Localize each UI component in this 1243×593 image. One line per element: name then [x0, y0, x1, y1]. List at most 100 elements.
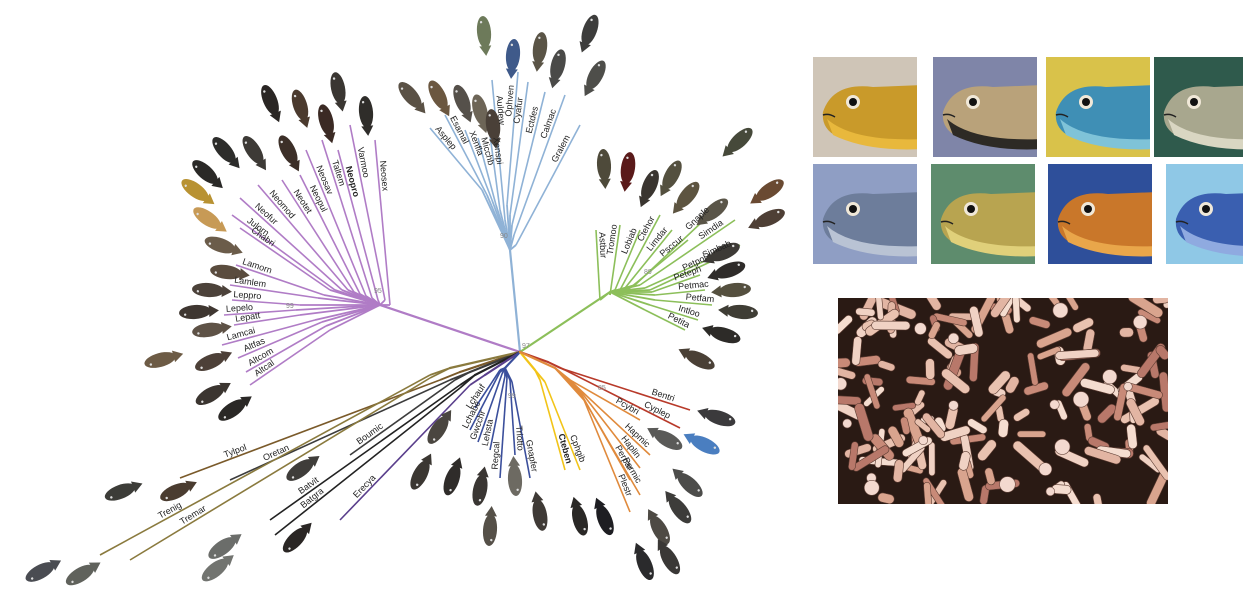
fish-leppro — [192, 282, 233, 299]
fish-head-5 — [813, 164, 917, 264]
bacterium-rod — [855, 308, 875, 317]
fish-gralem — [579, 58, 610, 100]
bacterium-rod — [1012, 298, 1020, 323]
fish-tremar — [63, 557, 104, 590]
fish-regcal — [482, 506, 499, 547]
fish-simbab — [745, 205, 787, 234]
fish-triotto — [506, 456, 523, 497]
bacterium-coccus — [948, 333, 959, 344]
fish-altfas — [193, 346, 235, 375]
bacterium-rod — [1012, 407, 1031, 423]
bacterium-coccus — [915, 323, 927, 335]
fish-gnapfer — [529, 490, 550, 532]
fish-altcal — [215, 391, 256, 425]
branch-oretan — [230, 380, 450, 480]
bacterium-coccus — [1046, 487, 1055, 496]
fish-head-6 — [931, 164, 1035, 264]
bacterium-rod — [853, 402, 874, 442]
branch-batvit — [270, 385, 460, 520]
fish-portrait-8 — [1166, 164, 1243, 264]
fish-lehsta — [470, 465, 492, 507]
taxon-labels: AuldewOphvenCyafurEctdesCalmacGralemAspl… — [156, 85, 732, 527]
fish-cyafur — [530, 31, 549, 73]
fish-cyplep — [680, 428, 722, 459]
fish-neosex — [358, 95, 376, 136]
bootstrap-value: 85 — [598, 385, 606, 392]
bootstrap-value: 97 — [522, 343, 530, 350]
fish-erecya — [279, 518, 317, 557]
bacterium-coccus — [1073, 392, 1089, 408]
fish-portrait-grid — [813, 57, 1243, 267]
bacterium-rod — [1119, 328, 1133, 338]
fish-cphgib — [590, 495, 618, 537]
fish-head-7 — [1048, 164, 1152, 264]
fish-petfam — [717, 303, 758, 320]
bootstrap-value: 89 — [644, 269, 652, 276]
bacterium-coccus — [1050, 400, 1059, 409]
fish-portrait-7 — [1048, 164, 1152, 264]
fish-chabri — [190, 203, 231, 237]
bacterium-coccus — [1133, 315, 1147, 329]
branch-trenig — [100, 375, 430, 555]
fish-lobiab — [634, 168, 662, 210]
fish-ectdes — [545, 48, 568, 90]
taxon-label-regcal: Regcal — [490, 441, 502, 470]
fish-neopro — [315, 103, 339, 145]
bacterium-rod — [1152, 298, 1168, 304]
bacteria-micrograph — [838, 298, 1168, 504]
bootstrap-value: 90 — [500, 233, 508, 240]
fish-head-1 — [813, 57, 917, 157]
bacterium-coccus — [919, 436, 928, 445]
fish-astbur — [596, 149, 612, 190]
branch-astbur-inner — [600, 292, 610, 300]
bacterium-rod — [925, 358, 934, 379]
bacterium-coccus — [1053, 303, 1068, 318]
fish-portrait-6 — [931, 164, 1035, 264]
bacterium-coccus — [1039, 463, 1052, 476]
bacterium-rod — [1035, 327, 1073, 350]
branch-lamprologini-trunk — [380, 305, 520, 352]
bacterium-coccus — [843, 419, 852, 428]
bacterium-rod — [998, 419, 1009, 438]
fish-head-4 — [1154, 57, 1243, 157]
fish-gwcchr — [440, 455, 467, 497]
bootstrap-value: 99 — [508, 393, 516, 400]
fish-portrait-2 — [933, 57, 1037, 157]
fish-lepelo — [179, 303, 220, 320]
fish-neopul — [275, 133, 306, 175]
fish-head-3 — [1046, 57, 1150, 157]
fish-auldew — [476, 15, 494, 56]
fish-head-2 — [933, 57, 1037, 157]
fish-portrait-1 — [813, 57, 917, 157]
fish-asplep — [394, 78, 430, 118]
fish-tromoo — [618, 151, 638, 193]
branch-tremar — [130, 378, 430, 560]
bacterium-rod — [877, 360, 896, 372]
bacterium-rod — [1027, 352, 1039, 386]
fish-lamcai — [143, 347, 185, 371]
fish-gnaple — [718, 124, 757, 162]
fish-neosav — [257, 83, 285, 125]
taxon-label-leppro: Leppro — [233, 289, 262, 301]
fish-cteben — [567, 495, 591, 537]
fish-lamorn — [203, 233, 245, 259]
fish-calmac — [575, 13, 602, 55]
bacterium-rod — [872, 321, 911, 330]
bacterium-coccus — [1103, 370, 1117, 384]
phylogenetic-tree: AuldewOphvenCyafurEctdesCalmacGralemAspl… — [0, 0, 800, 593]
bacterium-coccus — [1124, 382, 1133, 391]
bacterium-rod — [1092, 493, 1103, 504]
fish-head-8 — [1166, 164, 1243, 264]
bacterium-rod — [921, 298, 943, 312]
branch-erecya — [340, 385, 470, 520]
branch-ectodini-trunk — [510, 250, 520, 352]
fish-trenig — [23, 554, 65, 585]
bacterium-coccus — [949, 401, 959, 411]
micrograph-svg — [838, 298, 1168, 504]
fish-petita — [675, 343, 717, 373]
bacterium-rod — [1028, 316, 1051, 330]
taxon-label-triotto: Triotto — [514, 425, 526, 451]
fish-intloo — [700, 321, 742, 346]
fish-simdia — [746, 175, 787, 209]
bacterium-rod — [838, 314, 854, 336]
